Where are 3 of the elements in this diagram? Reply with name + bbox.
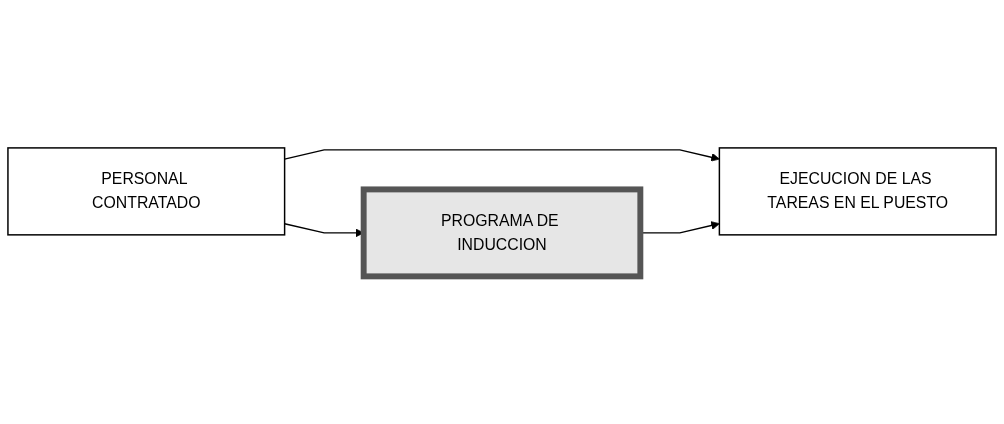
node-box: EJECUCION DE LAS TAREAS EN EL PUESTO xyxy=(718,147,997,236)
node-box: PROGRAMA DE INDUCCION xyxy=(360,186,644,280)
node-box: PERSONAL CONTRATADO xyxy=(7,147,286,236)
